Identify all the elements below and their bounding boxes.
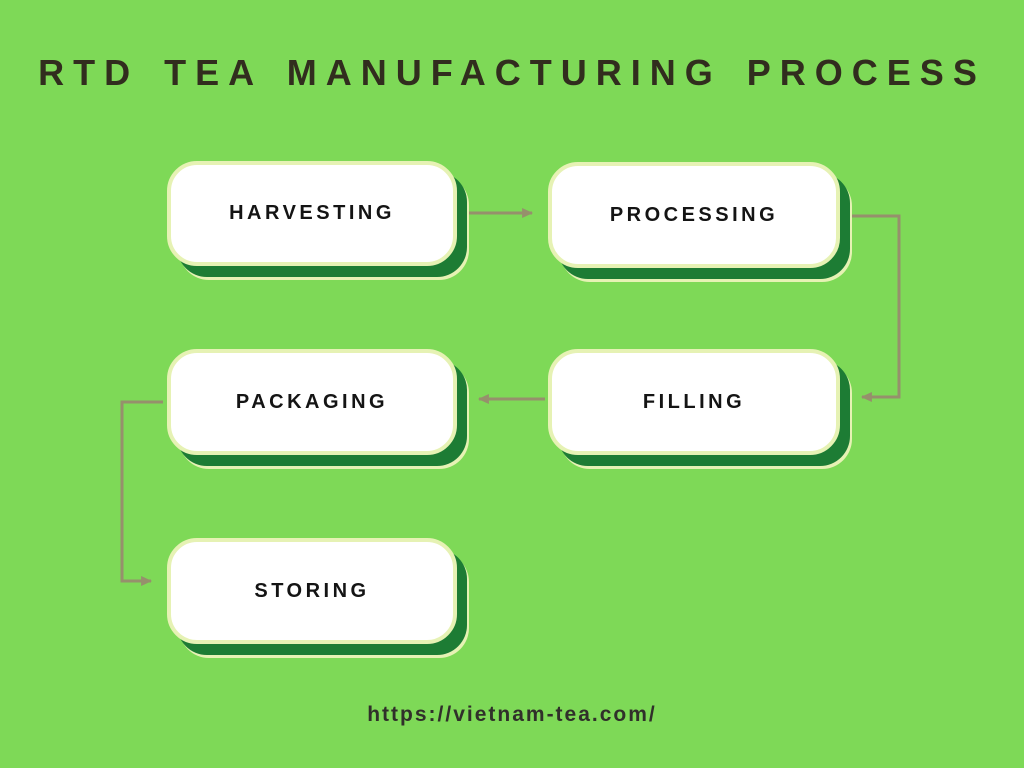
node-processing: PROCESSING — [548, 162, 840, 268]
node-filling: FILLING — [548, 349, 840, 455]
node-processing-label: PROCESSING — [609, 203, 779, 226]
node-storing: STORING — [167, 538, 457, 644]
node-packaging-label: PACKAGING — [235, 390, 389, 413]
connector-processing-to-filling — [845, 214, 901, 402]
node-harvesting: HARVESTING — [167, 161, 457, 266]
connector-packaging-to-storing — [120, 400, 163, 586]
website-url: https://vietnam-tea.com/ — [367, 703, 657, 726]
node-packaging: PACKAGING — [167, 349, 457, 455]
page-title: RTD TEA MANUFACTURING PROCESS — [38, 52, 986, 93]
node-filling-label: FILLING — [642, 390, 746, 413]
node-harvesting-label: HARVESTING — [229, 202, 395, 224]
node-storing-label: STORING — [254, 579, 370, 602]
